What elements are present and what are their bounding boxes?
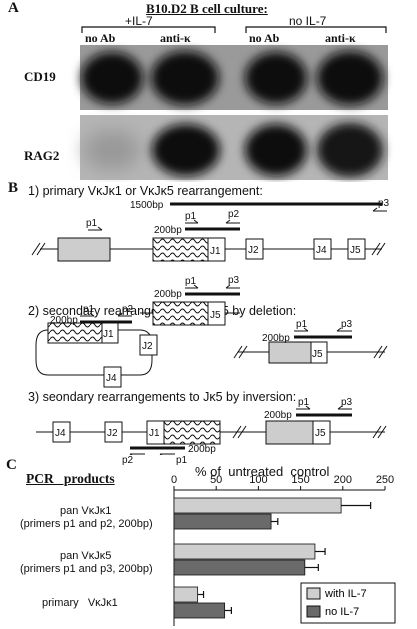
legend: with IL-7 no IL-7 <box>300 582 396 624</box>
legend-label-with-il7: with IL-7 <box>324 588 367 600</box>
j4-label: J4 <box>316 245 327 256</box>
j1-label-b: J1 <box>103 329 114 340</box>
p1-label-f: p1 <box>298 397 310 408</box>
legend-swatch-with-il7 <box>306 587 321 600</box>
rag2-band-1 <box>84 130 140 170</box>
p2-label-inv: p2 <box>122 455 134 466</box>
x-tick-label-3: 150 <box>291 474 309 486</box>
bar-0-1 <box>173 513 272 530</box>
bar-1-1 <box>173 559 306 576</box>
lane-label-2: anti-κ <box>160 31 191 45</box>
panel-b-letter: B <box>8 180 19 196</box>
j1-label-c: J1 <box>149 428 160 439</box>
j2-label-b: J2 <box>142 341 153 352</box>
germline-row: J1 J2 J4 J5 p1 1500bp p3 200bp p1 p2 <box>31 198 390 262</box>
j1-box <box>207 237 226 262</box>
rearrangement-diagram: J1 J2 J4 J5 p1 1500bp p3 200bp p1 p2 J5 … <box>31 198 390 455</box>
bar-0-0 <box>173 497 342 514</box>
j5-box <box>347 238 366 260</box>
rag2-band-2 <box>152 124 220 176</box>
bp200-label-e: 200bp <box>264 410 292 421</box>
bar-2-0 <box>173 586 199 603</box>
j1-label: J1 <box>210 246 221 257</box>
cd19-band-3 <box>245 52 307 104</box>
p1-label-e: p1 <box>296 319 308 330</box>
panel-c-letter: C <box>6 457 17 473</box>
row-label-1b: (primers p1 and p2, 200bp) <box>20 518 153 530</box>
bp200-label-f: 200bp <box>188 444 216 455</box>
x-tick-label-0: 0 <box>171 474 177 486</box>
cd19-band-1 <box>81 52 143 104</box>
bp200-label-b: 200bp <box>154 289 182 300</box>
row-label-rag2: RAG2 <box>24 148 60 163</box>
group-label-il7: +IL-7 <box>125 14 153 28</box>
row-label-2a: pan VκJκ5 <box>60 550 112 562</box>
p1-label-d: p1 <box>83 304 95 315</box>
bp200-label-d: 200bp <box>262 333 290 344</box>
j4-box <box>313 238 332 260</box>
lane-label-1: no Ab <box>85 31 116 45</box>
x-tick-label-2: 100 <box>249 474 267 486</box>
deletion-chromosome: J5 200bp p1 p3 <box>233 319 388 364</box>
bp1500-label: 1500bp <box>130 200 164 211</box>
j5-label: J5 <box>350 245 361 256</box>
rag2-band-3 <box>245 124 307 176</box>
j5-label-d: J5 <box>315 428 326 439</box>
rag2-blot <box>80 115 388 180</box>
pcr-products-heading: PCR products <box>26 471 115 486</box>
panel-a-letter: A <box>8 0 19 16</box>
j2-label-c: J2 <box>107 428 118 439</box>
bar-2-1 <box>173 602 226 619</box>
row-label-2b: (primers p1 and p3, 200bp) <box>20 563 153 575</box>
step3-text: 3) seondary rearrangements to Jκ5 by inv… <box>28 390 297 404</box>
panel-a-brackets <box>81 26 387 33</box>
bar-chart: 0 50 100 150 200 250 with IL-7 no IL-7 <box>171 474 396 626</box>
excision-circle: J1 J2 J4 200bp p1 p2 <box>35 304 158 388</box>
cd19-band-2 <box>151 51 219 105</box>
bp200-label-a: 200bp <box>154 225 182 236</box>
p1-label-b: p1 <box>185 211 197 222</box>
legend-label-no-il7: no IL-7 <box>325 606 359 618</box>
panel-a-title: B10.D2 B cell culture: <box>146 1 268 16</box>
bp200-label-c: 200bp <box>50 315 78 326</box>
v-gene-box <box>57 237 111 262</box>
group-label-no-il7: no IL-7 <box>289 14 327 28</box>
j5-label-c: J5 <box>312 349 323 360</box>
j2-box <box>245 238 264 260</box>
bar-1-0 <box>173 543 316 560</box>
legend-swatch-no-il7 <box>306 605 321 618</box>
p2-label-a: p2 <box>228 209 240 220</box>
x-tick-label-1: 50 <box>210 474 222 486</box>
vj5-row: J5 200bp p1 p3 <box>140 275 240 326</box>
cd19-band-4 <box>317 51 383 105</box>
blot-images <box>80 45 388 180</box>
rag2-band-4 <box>317 123 383 177</box>
row-label-3: primary VκJκ1 <box>42 597 118 609</box>
j5-label-b: J5 <box>210 310 221 321</box>
row-label-1a: pan VκJκ1 <box>60 505 112 517</box>
x-tick-label-4: 200 <box>334 474 352 486</box>
p1-label-a: p1 <box>86 218 98 229</box>
row-label-cd19: CD19 <box>24 69 56 84</box>
p3-label-d: p3 <box>341 397 353 408</box>
x-tick-label-5: 250 <box>376 474 394 486</box>
p3-label-a: p3 <box>378 198 390 209</box>
v-gene-wavy <box>152 237 209 262</box>
cd19-blot <box>80 45 388 110</box>
lane-label-4: anti-κ <box>325 31 356 45</box>
inversion-row: J4 J2 J1 J5 200bp p1 p3 200bp <box>36 397 387 455</box>
j2-label: J2 <box>248 245 259 256</box>
j4-label-c: J4 <box>55 428 66 439</box>
p2-label-b: p2 <box>122 304 134 315</box>
j4-label-b: J4 <box>106 373 117 384</box>
p3-label-b: p3 <box>228 275 240 286</box>
p3-label-c: p3 <box>341 319 353 330</box>
p1-label-c: p1 <box>185 276 197 287</box>
step1-text: 1) primary VκJκ1 or VκJκ5 rearrangement: <box>28 184 263 198</box>
lane-label-3: no Ab <box>249 31 280 45</box>
x-axis-title: % of untreated control <box>195 464 330 479</box>
p1-label-inv: p1 <box>176 455 188 466</box>
